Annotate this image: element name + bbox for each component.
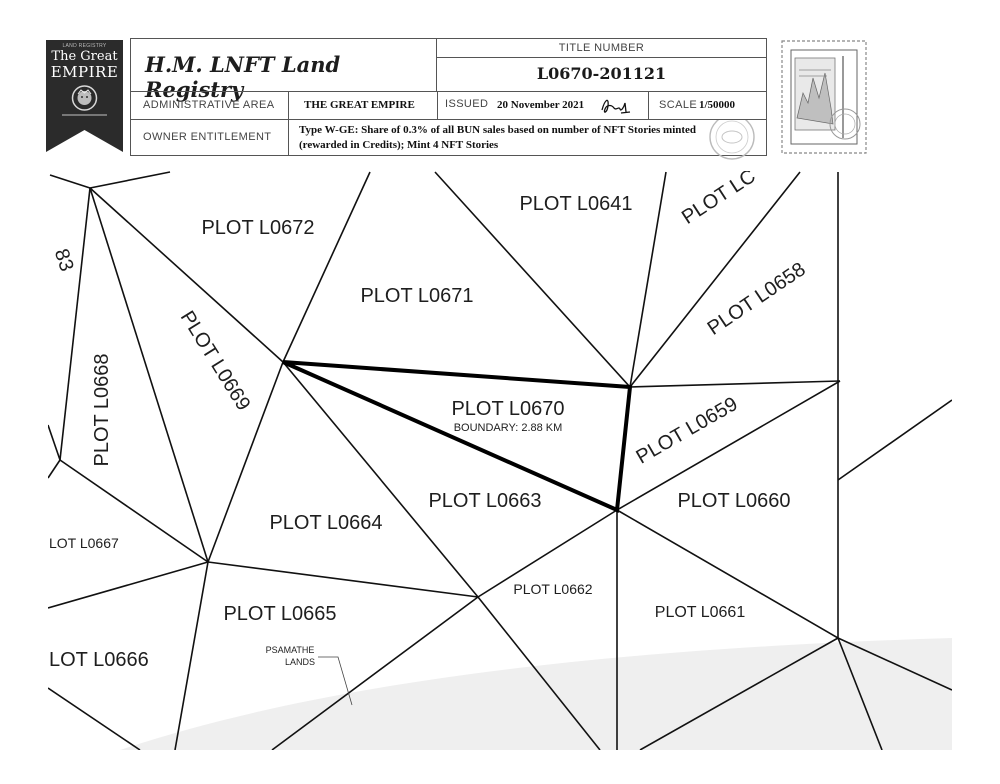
plot-label-l0663[interactable]: PLOT L0663 [428, 490, 541, 512]
registry-title-cell: H.M. LNFT Land Registry [130, 38, 437, 102]
plot-label-l0661[interactable]: PLOT L0661 [655, 604, 746, 621]
empire-banner-logo: LAND REGISTRY The Great EMPIRE [46, 40, 123, 152]
scale-label: SCALE [659, 99, 698, 111]
highlighted-plot-boundary[interactable] [282, 360, 633, 513]
region-leader-line [318, 656, 353, 706]
plot-label-l0667[interactable]: LOT L0667 [49, 535, 119, 551]
postage-stamp-icon [779, 38, 869, 156]
owner-entitlement-row: OWNER ENTITLEMENT Type W-GE: Share of 0.… [130, 120, 767, 160]
plot-label-l0666[interactable]: LOT L0666 [49, 649, 149, 671]
plot-label-l0660[interactable]: PLOT L0660 [677, 490, 790, 512]
plot-boundary-lines [48, 171, 952, 750]
plot-label-l0657[interactable]: PLOT LC [678, 171, 760, 229]
plot-label-l0658[interactable]: PLOT L0658 [704, 258, 810, 339]
scale-value: 1/50000 [699, 99, 736, 111]
owner-entitlement-line1: Type W-GE: Share of 0.3% of all BUN sale… [299, 124, 697, 136]
seal-stamp-icon [709, 120, 755, 160]
plot-label-l0672[interactable]: PLOT L0672 [201, 217, 314, 239]
plot-label-l0683[interactable]: 83 [50, 246, 78, 274]
banner-small-text: LAND REGISTRY [62, 43, 107, 49]
plot-map-svg: PLOT L0670 BOUNDARY: 2.88 KM PLOT L0641 … [48, 171, 952, 750]
registry-title: H.M. LNFT Land Registry [145, 52, 341, 102]
signature-icon [601, 99, 631, 114]
administrative-area-value: THE GREAT EMPIRE [304, 99, 415, 111]
region-label-line2: LANDS [285, 657, 315, 667]
title-number-value-cell: L0670-201121 [437, 58, 767, 91]
issued-date: 20 November 2021 [497, 99, 585, 111]
plot-label-l0664[interactable]: PLOT L0664 [269, 512, 382, 534]
banner-title-line1: The Great [51, 49, 118, 64]
plot-label-l0659[interactable]: PLOT L0659 [633, 393, 742, 469]
banner-title-line2: EMPIRE [50, 63, 119, 81]
title-number-label-cell: TITLE NUMBER [437, 38, 767, 58]
plot-label-l0671[interactable]: PLOT L0671 [360, 285, 473, 307]
plot-label-l0665[interactable]: PLOT L0665 [223, 603, 336, 625]
coastline-shape [120, 638, 952, 750]
administrative-area-label: ADMINISTRATIVE AREA [143, 99, 275, 111]
region-label-line1: PSAMATHE [266, 645, 315, 655]
title-number-value: L0670-201121 [536, 64, 667, 83]
boundary-length: BOUNDARY: 2.88 KM [454, 422, 563, 434]
admin-area-row: ADMINISTRATIVE AREA THE GREAT EMPIRE ISS… [130, 91, 767, 120]
plot-label-l0662[interactable]: PLOT L0662 [513, 581, 592, 597]
plot-label-l0670[interactable]: PLOT L0670 [451, 398, 564, 420]
plot-label-l0669[interactable]: PLOT L0669 [176, 307, 255, 415]
issued-label: ISSUED [445, 98, 489, 110]
plot-map: PLOT L0670 BOUNDARY: 2.88 KM PLOT L0641 … [48, 171, 952, 750]
title-number-label: TITLE NUMBER [558, 42, 645, 54]
owner-entitlement-label: OWNER ENTITLEMENT [143, 131, 272, 143]
plot-label-l0641[interactable]: PLOT L0641 [519, 193, 632, 215]
plot-label-l0668[interactable]: PLOT L0668 [91, 353, 113, 466]
owner-entitlement-line2: (rewarded in Credits); Mint 4 NFT Storie… [299, 139, 499, 151]
